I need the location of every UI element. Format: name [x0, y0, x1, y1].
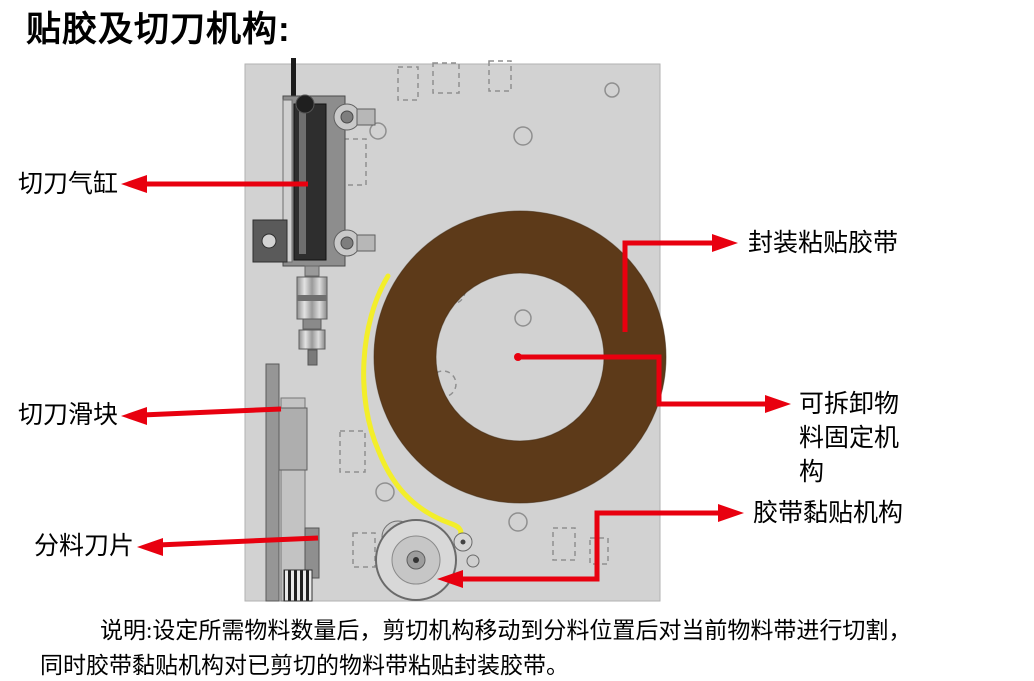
leader-removable-fixture	[518, 354, 777, 407]
label-cutter-slider: 切刀滑块	[18, 402, 119, 429]
arrowhead-tape-sticking-label	[718, 504, 744, 522]
hole-markings-round	[369, 82, 620, 532]
label-cutter-cylinder: 切刀气缸	[18, 171, 119, 198]
arrowhead-cutter-slider	[121, 407, 147, 425]
description-line-1: 说明:设定所需物料数量后，剪切机构移动到分料位置后对当前物料带进行切割，	[100, 618, 912, 643]
hatched-block	[283, 569, 313, 602]
tape-path	[361, 273, 464, 541]
description-line-2: 同时胶带黏贴机构对已剪切的物料带粘贴封装胶带。	[40, 653, 569, 678]
label-tape-sticking: 胶带黏贴机构	[753, 500, 904, 527]
leader-packaging-tape	[622, 240, 724, 332]
arrowhead-tape-sticking-part	[437, 570, 463, 588]
leader-cutter-slider	[141, 406, 282, 418]
tape-sticking-rollers	[375, 519, 480, 601]
cutter-cylinder-assembly	[252, 58, 376, 366]
leader-separating-blade	[157, 535, 319, 548]
arrowhead-separating-blade	[137, 538, 163, 556]
page-title: 贴胶及切刀机构:	[26, 10, 291, 49]
cutter-slider-block	[278, 407, 308, 471]
label-removable-fixture: 可拆卸物料固定机构	[799, 391, 900, 486]
arrowhead-removable-fixture	[765, 395, 791, 413]
leader-tape-sticking	[460, 510, 730, 582]
label-separating-blade: 分料刀片	[34, 533, 135, 560]
arrowhead-packaging-tape	[712, 234, 738, 252]
arrowhead-cutter-cylinder	[121, 175, 147, 193]
label-packaging-tape: 封装粘贴胶带	[748, 230, 899, 257]
annotation-lines	[121, 175, 791, 588]
